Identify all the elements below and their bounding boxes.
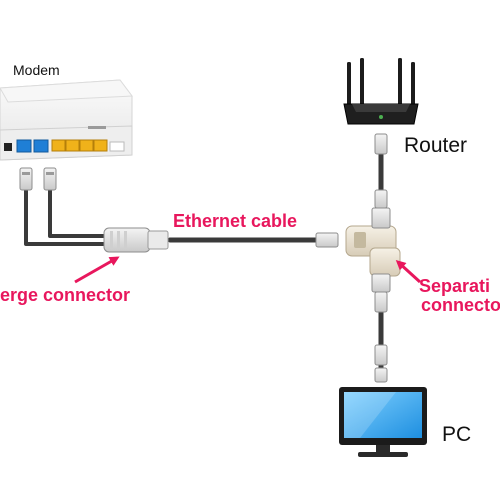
- modem-port-yellow-3: [79, 139, 94, 152]
- ethernet-cable-label: Ethernet cable: [173, 211, 298, 231]
- modem-port-yellow-2: [65, 139, 80, 152]
- annotation-arrows: [74, 256, 422, 284]
- modem-port-yellow-1: [51, 139, 66, 152]
- modem-port-dark: [4, 143, 12, 151]
- splitter-connector-icon: [345, 207, 401, 293]
- cables: [24, 147, 384, 383]
- modem-cable-b: [48, 188, 110, 238]
- ethernet-cable-plug: [315, 232, 339, 248]
- separation-connector-label-line1: Separati: [419, 276, 491, 296]
- router-icon: [343, 58, 419, 125]
- merge-connector-icon: [103, 227, 169, 253]
- modem-port-blue-1: [16, 139, 32, 153]
- separation-connector-label-line2: connecto: [421, 295, 500, 315]
- modem-cable-a: [24, 188, 110, 246]
- pc-label: PC: [442, 423, 472, 446]
- router-plugs: [374, 133, 388, 209]
- separation-connector-arrow: [395, 259, 422, 284]
- router-label: Router: [404, 134, 468, 157]
- modem-plugs: [19, 167, 57, 191]
- merge-connector-label: erge connector: [0, 285, 131, 305]
- monitor-icon: [339, 387, 427, 457]
- modem-port-yellow-4: [93, 139, 108, 152]
- modem-port-blue-2: [33, 139, 49, 153]
- pc-plugs: [374, 291, 388, 383]
- merge-connector-arrow: [74, 256, 120, 284]
- modem-icon: [0, 79, 133, 161]
- modem-label: Modem: [13, 62, 60, 78]
